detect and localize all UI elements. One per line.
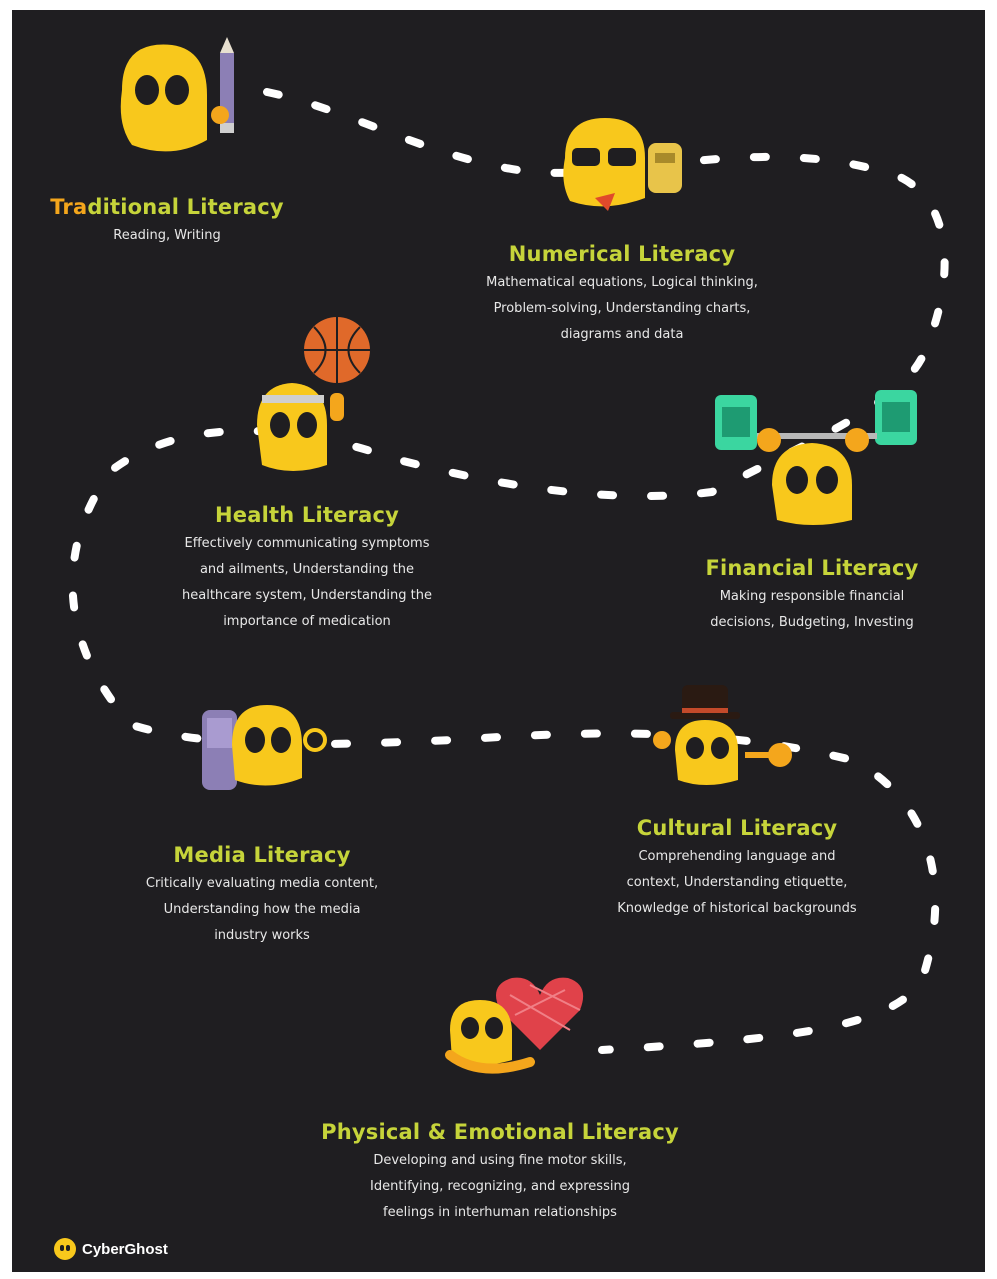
station-title: Physical & Emotional Literacy — [321, 1120, 679, 1144]
station-description-line: and ailments, Understanding the — [199, 562, 415, 577]
station-description-line: Developing and using fine motor skills, — [373, 1153, 627, 1168]
station-description-line: Identifying, recognizing, and expressing — [370, 1179, 630, 1194]
station-description-line: industry works — [214, 928, 310, 943]
money-lifting-mascot-icon — [715, 390, 917, 525]
station-title: Cultural Literacy — [636, 816, 838, 840]
station-traditional-literacy: Traditional Literacy Reading, Writing — [42, 195, 292, 249]
station-description-line: Mathematical equations, Logical thinking… — [486, 275, 758, 290]
station-numerical-literacy: Numerical Literacy Mathematical equation… — [422, 242, 822, 348]
station-description: Reading, Writing — [113, 228, 221, 243]
basketball-mascot-icon — [257, 317, 370, 471]
station-description-line: Knowledge of historical backgrounds — [617, 901, 857, 916]
phone-mascot-icon — [202, 705, 327, 790]
literacy-roadmap-poster: Traditional Literacy Reading, Writing Nu… — [12, 10, 985, 1272]
station-description-line: Comprehending language and — [638, 849, 836, 864]
station-financial-literacy: Financial Literacy Making responsible fi… — [647, 556, 977, 636]
station-description-line: Problem-solving, Understanding charts, — [493, 301, 751, 316]
brand-logo: CyberGhost — [54, 1238, 168, 1260]
station-description-line: Effectively communicating symptoms — [184, 536, 430, 551]
station-title: Media Literacy — [173, 843, 351, 867]
station-description-line: healthcare system, Understanding the — [182, 588, 432, 603]
station-description-line: Making responsible financial — [719, 589, 905, 604]
station-health-literacy: Health Literacy Effectively communicatin… — [122, 503, 492, 635]
station-title: Traditional Literacy — [50, 195, 284, 219]
station-description-line: Critically evaluating media content, — [145, 876, 379, 891]
station-description-line: importance of medication — [223, 614, 391, 629]
brand-name: CyberGhost — [82, 1240, 168, 1258]
station-description-line: diagrams and data — [560, 327, 684, 342]
station-description-line: context, Understanding etiquette, — [626, 875, 848, 890]
station-title: Health Literacy — [214, 503, 399, 527]
station-title: Financial Literacy — [705, 556, 919, 580]
station-cultural-literacy: Cultural Literacy Comprehending language… — [557, 816, 917, 922]
station-description-line: feelings in interhuman relationships — [383, 1205, 617, 1220]
glasses-mascot-icon — [563, 118, 682, 211]
top-hat-mascot-icon — [653, 685, 792, 785]
pencil-mascot-icon — [120, 37, 234, 152]
cyberghost-logo-icon — [54, 1238, 76, 1260]
station-physical-emotional-literacy: Physical & Emotional Literacy Developing… — [280, 1120, 720, 1226]
station-media-literacy: Media Literacy Critically evaluating med… — [82, 843, 442, 949]
station-description-line: decisions, Budgeting, Investing — [710, 615, 914, 630]
dashed-roadmap-path — [68, 88, 949, 1054]
heart-mascot-icon — [445, 977, 584, 1074]
station-description-line: Understanding how the media — [163, 902, 361, 917]
station-title: Numerical Literacy — [508, 242, 736, 266]
